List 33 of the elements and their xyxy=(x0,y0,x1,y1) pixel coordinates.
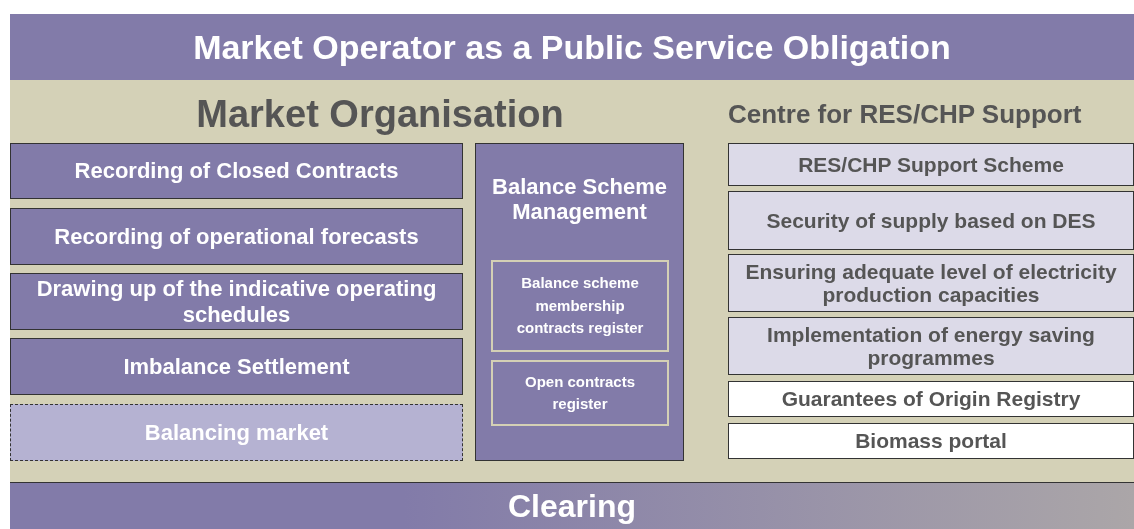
box-text: Balance Scheme Management xyxy=(491,174,668,225)
box-text: Balance scheme membership contracts register xyxy=(515,273,645,339)
box-text: Recording of operational forecasts xyxy=(53,223,420,250)
process-box xyxy=(10,273,463,330)
register-box xyxy=(491,360,669,426)
process-box xyxy=(10,143,463,199)
support-box xyxy=(728,423,1134,459)
support-box xyxy=(728,143,1134,186)
process-box xyxy=(10,208,463,265)
box-text: Open contracts register xyxy=(524,371,636,414)
box-text: Imbalance Settlement xyxy=(122,353,351,380)
support-box xyxy=(728,317,1134,375)
box-text: Recording of Closed Contracts xyxy=(73,158,400,184)
support-box xyxy=(728,254,1134,312)
box-text: Ensuring adequate level of electricity production capacities xyxy=(744,259,1118,307)
process-box xyxy=(475,143,684,461)
clearing-band xyxy=(10,482,1134,529)
support-box xyxy=(728,381,1134,417)
title-banner xyxy=(10,14,1134,80)
process-box xyxy=(10,338,463,395)
box-text: Clearing xyxy=(507,487,637,524)
box-text: Security of supply based on DES xyxy=(765,208,1097,233)
box-text: Implementation of energy saving programmes xyxy=(766,322,1096,370)
support-box xyxy=(728,191,1134,250)
box-text: Biomass portal xyxy=(854,428,1008,455)
register-box xyxy=(491,260,669,352)
box-text: Guarantees of Origin Registry xyxy=(780,386,1082,413)
process-box xyxy=(10,404,463,461)
box-text: Market Operator as a Public Service Obligation xyxy=(192,26,952,68)
section-heading: Centre for RES/CHP Support xyxy=(728,98,1082,131)
box-text: RES/CHP Support Scheme xyxy=(797,152,1065,177)
box-text: Drawing up of the indicative operating schedules xyxy=(35,276,438,327)
box-text: Balancing market xyxy=(143,419,330,447)
